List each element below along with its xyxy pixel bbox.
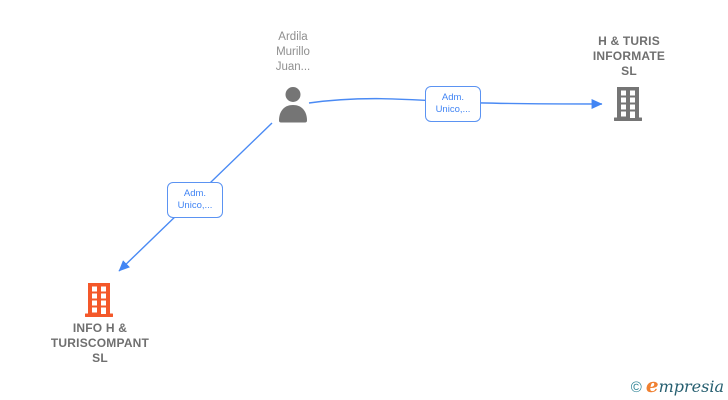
brand-first-letter: e (645, 373, 659, 397)
person-node-label[interactable]: Ardila Murillo Juan... (275, 31, 311, 73)
edge-label-adm-unico-right[interactable]: Adm. Unico,... (425, 86, 481, 122)
edge-label-adm-unico-bottom[interactable]: Adm. Unico,... (167, 182, 223, 218)
brand-wordmark: empresia (645, 373, 724, 397)
building-icon[interactable] (84, 283, 114, 317)
person-icon[interactable] (276, 86, 310, 123)
brand-rest: mpresia (658, 377, 724, 396)
copyright-icon: © (630, 379, 642, 396)
empresia-logo: © empresia (630, 373, 724, 397)
company-bottom-node-label[interactable]: INFO H & TURISCOMPANT SL (50, 321, 150, 365)
company-right-node-label[interactable]: H & TURIS INFORMATE SL (592, 34, 666, 78)
building-icon[interactable] (613, 87, 643, 121)
